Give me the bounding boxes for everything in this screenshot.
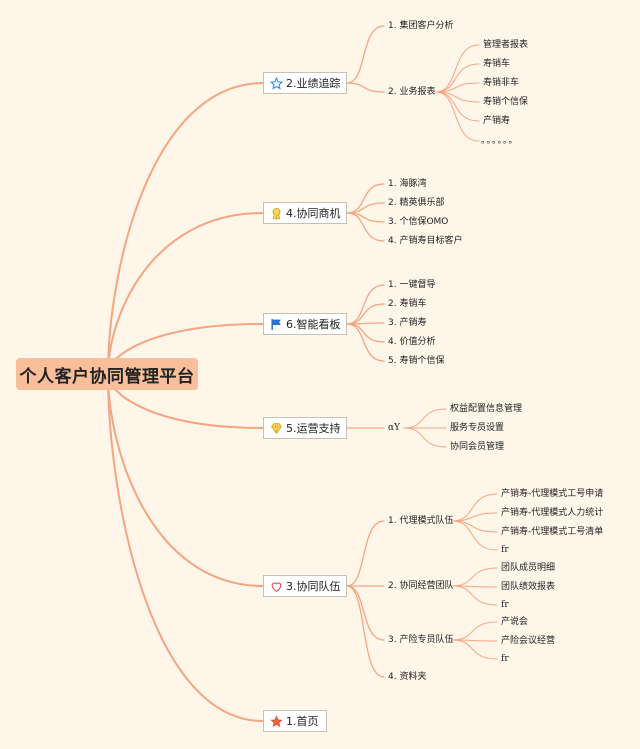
- leaf-node[interactable]: fr: [501, 545, 509, 555]
- branch-collaborative-opportunities[interactable]: 4.协同商机: [263, 202, 347, 224]
- root-node[interactable]: 个人客户协同管理平台: [16, 358, 198, 390]
- connector-line: [346, 25, 385, 84]
- leaf-node[interactable]: 管理者报表: [483, 40, 529, 50]
- connector-line: [435, 91, 480, 122]
- leaf-node[interactable]: 4. 产销寿目标客户: [388, 236, 463, 246]
- leaf-node[interactable]: 团队绩效报表: [501, 582, 556, 592]
- connector-line: [346, 212, 385, 242]
- leaf-node[interactable]: 服务专员设置: [450, 423, 505, 433]
- leaf-node[interactable]: 寿销车: [483, 59, 511, 69]
- connector-line: [346, 520, 385, 587]
- connector-line: [107, 82, 264, 375]
- connector-line: [451, 567, 498, 587]
- award-badge-icon: [269, 206, 283, 220]
- leaf-node[interactable]: 2. 协同经营团队: [388, 581, 454, 591]
- connector-line: [346, 585, 385, 641]
- leaf-node[interactable]: 。。。。。。: [481, 136, 519, 146]
- leaf-node[interactable]: 产销寿-代理模式人力统计: [501, 508, 604, 518]
- branch-label: 3.协同队伍: [286, 580, 341, 593]
- connector-line: [403, 427, 447, 448]
- connector-line: [346, 82, 385, 93]
- leaf-node[interactable]: fr: [501, 600, 509, 610]
- connector-line: [451, 520, 498, 551]
- leaf-node[interactable]: 5. 寿销个信保: [388, 356, 445, 366]
- leaf-node[interactable]: 2. 寿销车: [388, 299, 427, 309]
- leaf-node[interactable]: 产销寿: [483, 116, 511, 126]
- star-filled-icon: [269, 714, 283, 728]
- connector-line: [435, 44, 480, 93]
- leaf-node[interactable]: 产销寿-代理模式工号申请: [501, 489, 604, 499]
- branch-label: 5.运营支持: [286, 422, 341, 435]
- leaf-node[interactable]: 3. 个信保OMO: [388, 217, 449, 227]
- connector-line: [451, 585, 498, 606]
- star-outline-icon: [269, 76, 283, 90]
- connector-line: [451, 639, 498, 660]
- leaf-node[interactable]: 产说会: [501, 617, 529, 627]
- connector-line: [346, 323, 385, 343]
- leaf-node[interactable]: 1. 一键督导: [388, 280, 436, 290]
- branch-home[interactable]: 1.首页: [263, 710, 327, 732]
- connector-line: [107, 373, 264, 587]
- connector-line: [107, 212, 264, 375]
- leaf-node[interactable]: 寿销个信保: [483, 97, 529, 107]
- branch-label: 2.业绩追踪: [286, 77, 341, 90]
- branch-label: 1.首页: [286, 715, 319, 728]
- connector-line: [346, 183, 385, 214]
- leaf-node[interactable]: 寿销非车: [483, 78, 520, 88]
- branch-performance-tracking[interactable]: 2.业绩追踪: [263, 72, 347, 94]
- blue-flag-icon: [269, 317, 283, 331]
- connector-line: [346, 303, 385, 325]
- leaf-node[interactable]: 1. 代理模式队伍: [388, 516, 454, 526]
- connector-line: [107, 373, 264, 722]
- leaf-node[interactable]: fr: [501, 654, 509, 664]
- connector-line: [346, 585, 385, 678]
- diamond-icon: [269, 421, 283, 435]
- connector-code-label: αY: [388, 423, 401, 433]
- connector-line: [346, 323, 385, 362]
- connector-line: [451, 621, 498, 641]
- leaf-node[interactable]: 1. 集团客户分析: [388, 21, 454, 31]
- connector-line: [403, 408, 447, 429]
- leaf-node[interactable]: 4. 价值分析: [388, 337, 436, 347]
- branch-operations-support[interactable]: 5.运营支持: [263, 417, 347, 439]
- leaf-node[interactable]: 权益配置信息管理: [450, 404, 523, 414]
- heart-outline-icon: [269, 579, 283, 593]
- leaf-node[interactable]: 2. 精英俱乐部: [388, 198, 445, 208]
- leaf-node[interactable]: 2. 业务报表: [388, 87, 436, 97]
- connector-line: [435, 91, 480, 142]
- leaf-node[interactable]: 团队成员明细: [501, 563, 556, 573]
- branch-label: 6.智能看板: [286, 318, 341, 331]
- connector-line: [451, 493, 498, 522]
- leaf-node[interactable]: 3. 产险专员队伍: [388, 635, 454, 645]
- leaf-node[interactable]: 产险会议经营: [501, 636, 556, 646]
- branch-smart-dashboard[interactable]: 6.智能看板: [263, 313, 347, 335]
- branch-collaborative-team[interactable]: 3.协同队伍: [263, 575, 347, 597]
- connector-line: [435, 63, 480, 93]
- leaf-node[interactable]: 3. 产销寿: [388, 318, 427, 328]
- leaf-node[interactable]: 协同会员管理: [450, 442, 505, 452]
- leaf-node[interactable]: 产销寿-代理模式工号清单: [501, 527, 604, 537]
- connector-line: [451, 520, 498, 533]
- leaf-node[interactable]: 1. 海豚湾: [388, 179, 427, 189]
- leaf-node[interactable]: 4. 资料夹: [388, 672, 427, 682]
- branch-label: 4.协同商机: [286, 207, 341, 220]
